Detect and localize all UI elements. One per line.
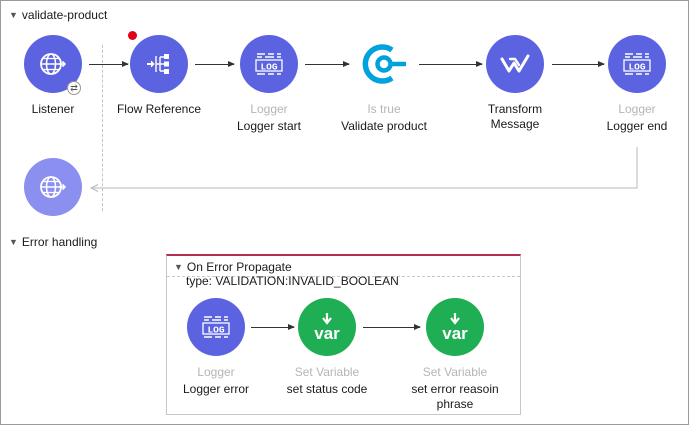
- globe-icon: [40, 53, 67, 75]
- listener-response-circle: [24, 158, 82, 216]
- propagate-title-row[interactable]: ▼ On Error Propagate: [174, 260, 292, 274]
- flow-header[interactable]: ▼ validate-product: [9, 8, 107, 22]
- svg-text:LOG: LOG: [260, 61, 277, 72]
- log-icon: LOG: [202, 316, 230, 338]
- logger-error-circle: LOG: [187, 298, 245, 356]
- logger-error-label: Logger error: [182, 382, 250, 396]
- svg-text:LOG: LOG: [628, 61, 645, 72]
- validation-icon: [362, 44, 406, 84]
- set-error-phrase-label: set error reasoin phrase: [411, 382, 499, 411]
- sync-badge-icon: ⇄: [67, 81, 81, 95]
- set-status-code-node[interactable]: var Set Variable set status code: [272, 298, 382, 397]
- source-separator: [102, 45, 103, 211]
- propagate-error-type: type: VALIDATION:INVALID_BOOLEAN: [186, 274, 399, 288]
- flow-reference-label: Flow Reference: [116, 102, 202, 116]
- log-icon: LOG: [623, 53, 651, 75]
- logger-error-type: Logger: [197, 365, 235, 379]
- flow-reference-node[interactable]: Flow Reference: [104, 31, 214, 117]
- set-error-phrase-circle: var: [426, 298, 484, 356]
- set-status-code-type: Set Variable: [294, 365, 360, 379]
- listener-response-node[interactable]: [0, 158, 108, 216]
- transform-message-circle: [486, 35, 544, 93]
- on-error-propagate-scope[interactable]: ▼ On Error Propagate type: VALIDATION:IN…: [166, 254, 521, 415]
- logger-end-label: Logger end: [606, 119, 668, 133]
- transform-message-node[interactable]: Transform Message: [460, 35, 570, 132]
- variable-icon: var: [314, 312, 340, 342]
- connector-arrow: [363, 324, 421, 330]
- validate-product-node[interactable]: Is true Validate product: [329, 35, 439, 134]
- connector-arrow: [552, 61, 605, 67]
- collapse-triangle-icon[interactable]: ▼: [174, 262, 183, 272]
- transform-message-label: Transform Message: [487, 102, 543, 131]
- logger-error-node[interactable]: LOG Logger Logger error: [161, 298, 271, 397]
- listener-circle: ⇄: [24, 35, 82, 95]
- logger-end-circle: LOG: [608, 35, 666, 93]
- globe-icon: [40, 176, 67, 198]
- propagate-title: On Error Propagate: [186, 260, 292, 274]
- validate-product-circle: [355, 35, 413, 93]
- down-arrow-icon: [450, 312, 460, 325]
- logger-end-node[interactable]: LOG Logger Logger end: [582, 35, 689, 134]
- logger-start-circle: LOG: [240, 35, 298, 93]
- flow-reference-circle: [128, 31, 188, 93]
- collapse-triangle-icon[interactable]: ▼: [9, 237, 18, 247]
- error-handling-title: Error handling: [21, 235, 98, 249]
- set-error-phrase-type: Set Variable: [422, 365, 488, 379]
- connector-arrow: [251, 324, 295, 330]
- connector-arrow: [89, 61, 129, 67]
- logger-end-type: Logger: [618, 102, 656, 116]
- down-arrow-icon: [322, 312, 332, 325]
- logger-start-label: Logger start: [236, 119, 302, 133]
- set-error-phrase-node[interactable]: var Set Variable set error reasoin phras…: [400, 298, 510, 412]
- set-status-code-circle: var: [298, 298, 356, 356]
- collapse-triangle-icon[interactable]: ▼: [9, 10, 18, 20]
- flow-reference-icon: [147, 54, 169, 74]
- log-icon: LOG: [255, 53, 283, 75]
- listener-label: Listener: [31, 102, 75, 116]
- transform-icon: [500, 54, 530, 73]
- propagate-header: [167, 256, 520, 277]
- validate-product-type: Is true: [367, 102, 401, 116]
- listener-node[interactable]: ⇄ Listener: [0, 35, 108, 117]
- logger-start-node[interactable]: LOG Logger Logger start: [214, 35, 324, 134]
- logger-start-type: Logger: [250, 102, 288, 116]
- svg-text:LOG: LOG: [207, 324, 224, 335]
- error-handling-header[interactable]: ▼ Error handling: [9, 235, 97, 249]
- connector-arrow: [305, 61, 350, 67]
- validate-product-label: Validate product: [341, 119, 427, 133]
- flow-title: validate-product: [21, 8, 108, 22]
- connector-arrow: [419, 61, 483, 67]
- connector-arrow: [195, 61, 235, 67]
- breakpoint-dot-icon[interactable]: [128, 31, 137, 40]
- set-status-code-label: set status code: [286, 382, 368, 396]
- variable-icon: var: [442, 312, 468, 342]
